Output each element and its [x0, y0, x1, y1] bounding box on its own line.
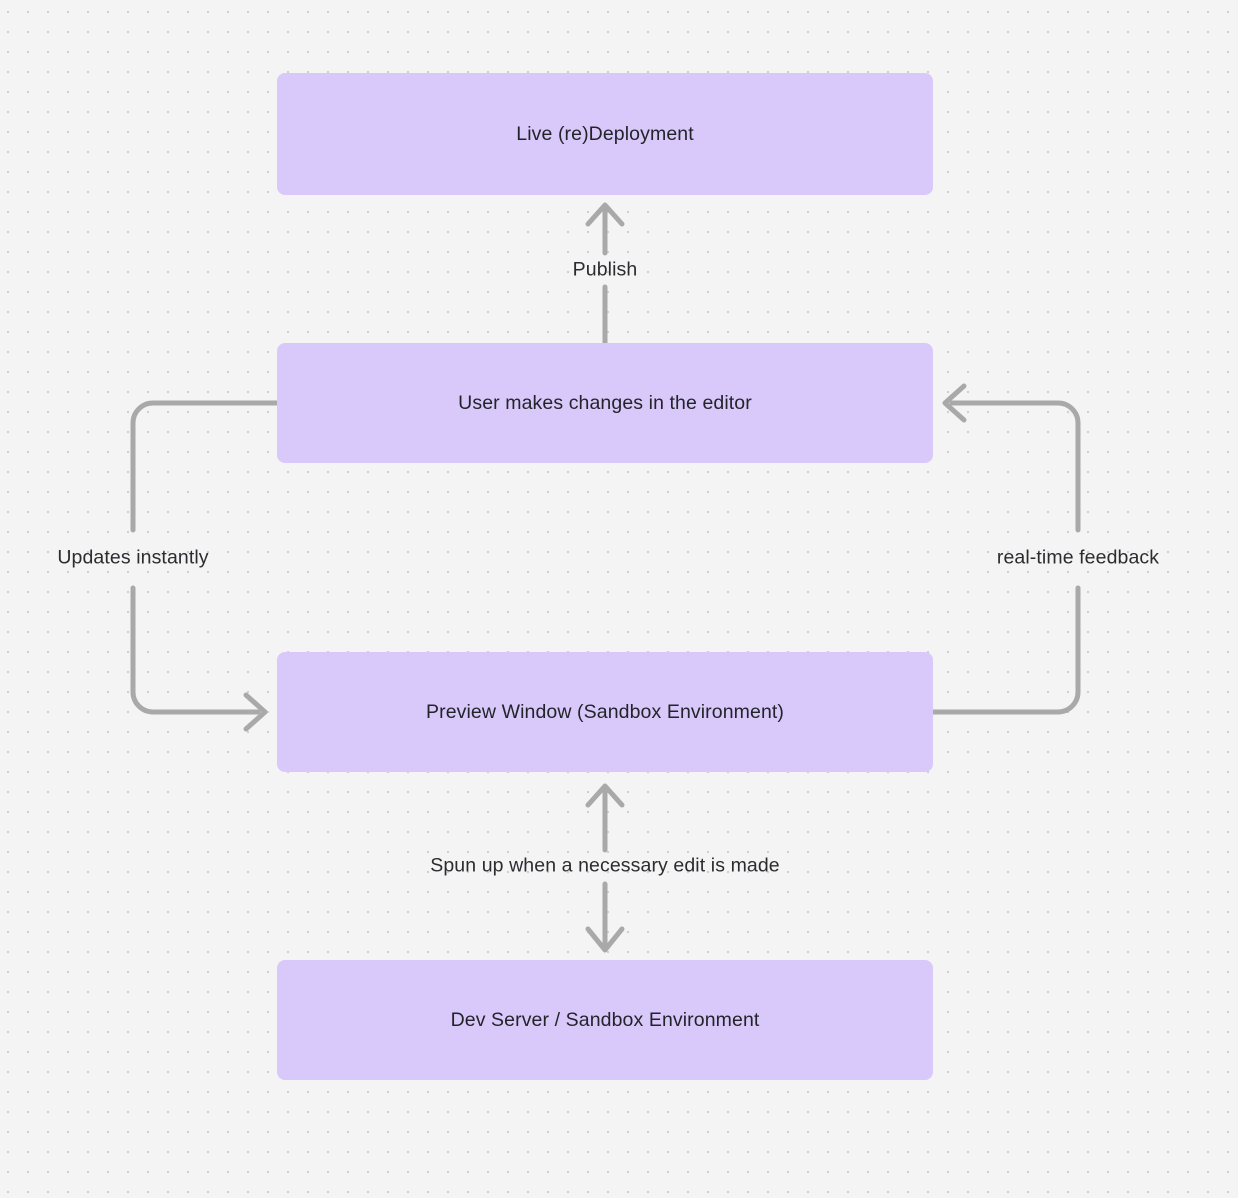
arrowhead-left	[942, 383, 967, 423]
node-label: User makes changes in the editor	[458, 391, 752, 414]
node-label: Dev Server / Sandbox Environment	[450, 1008, 760, 1031]
edge-label-real-time-feedback: real-time feedback	[996, 546, 1160, 569]
arrowhead-up	[585, 783, 625, 808]
arrowhead-up	[585, 202, 625, 227]
edge-label-spun-up: Spun up when a necessary edit is made	[430, 854, 780, 877]
node-live-deployment[interactable]: Live (re)Deployment	[277, 73, 933, 195]
node-label: Live (re)Deployment	[516, 122, 694, 145]
arrowhead-right	[243, 692, 268, 732]
node-user-edits[interactable]: User makes changes in the editor	[277, 343, 933, 463]
edge-label-updates-instantly: Updates instantly	[57, 546, 209, 569]
edge-label-publish: Publish	[572, 258, 638, 281]
node-label: Preview Window (Sandbox Environment)	[426, 700, 784, 723]
arrowhead-down	[585, 926, 625, 953]
node-dev-server[interactable]: Dev Server / Sandbox Environment	[277, 960, 933, 1080]
node-preview-window[interactable]: Preview Window (Sandbox Environment)	[277, 652, 933, 772]
